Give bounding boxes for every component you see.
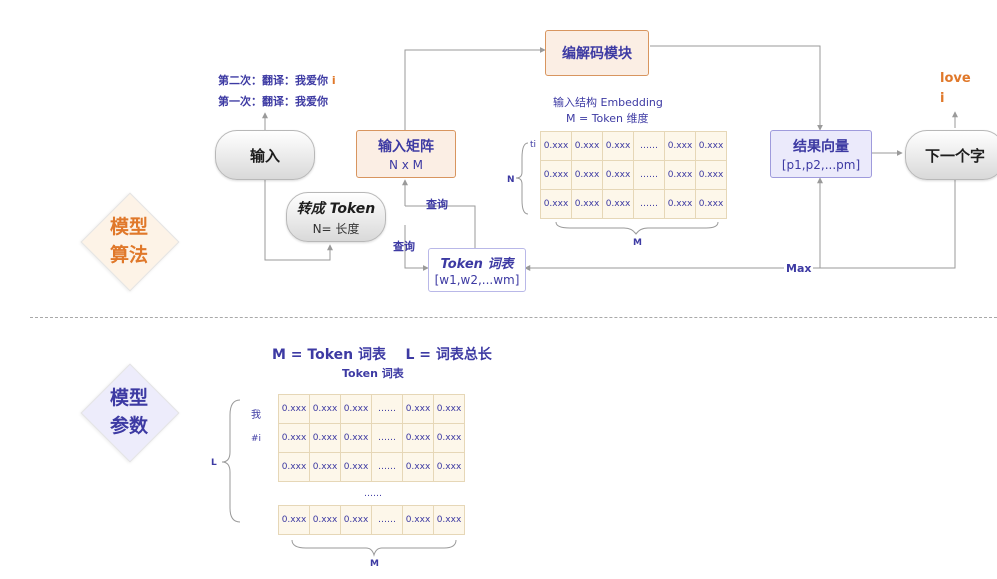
table-cell: 0.xxx — [402, 452, 434, 482]
table-row: 0.xxx 0.xxx 0.xxx …… 0.xxx 0.xxx — [540, 160, 727, 190]
table-cell: 0.xxx — [309, 505, 341, 535]
vocab-ellipsis: …… — [364, 489, 382, 499]
table-cell: 0.xxx — [664, 131, 696, 161]
embedding-title: 输入结构 Embedding — [553, 96, 663, 109]
table-cell: …… — [371, 452, 403, 482]
table-cell: 0.xxx — [278, 452, 310, 482]
history-second: 第二次：翻译：我爱你 i — [218, 74, 336, 87]
input-matrix-node: 输入矩阵 N x M — [356, 130, 456, 178]
table-cell: 0.xxx — [433, 394, 465, 424]
table-cell: 0.xxx — [602, 131, 634, 161]
table-row: 0.xxx 0.xxx 0.xxx …… 0.xxx 0.xxx — [278, 505, 465, 535]
vocab-m-label: M — [370, 559, 379, 569]
table-cell: 0.xxx — [340, 505, 372, 535]
section-label-params: 模型 参数 — [109, 387, 148, 437]
table-cell: 0.xxx — [695, 189, 727, 219]
table-row: 0.xxx 0.xxx 0.xxx …… 0.xxx 0.xxx — [540, 131, 727, 161]
table-cell: 0.xxx — [278, 423, 310, 453]
vocab-grid: 0.xxx 0.xxx 0.xxx …… 0.xxx 0.xxx 0.xxx 0… — [278, 394, 465, 482]
table-cell: 0.xxx — [602, 160, 634, 190]
table-cell: 0.xxx — [433, 423, 465, 453]
table-cell: 0.xxx — [571, 131, 603, 161]
vocab-row-label-2: #i — [251, 434, 262, 444]
table-cell: …… — [371, 505, 403, 535]
table-row: 0.xxx 0.xxx 0.xxx …… 0.xxx 0.xxx — [278, 394, 465, 424]
edge-label-query-1: 查询 — [426, 198, 448, 211]
token-vocab-node: Token 词表 [w1,w2,...wm] — [428, 248, 526, 292]
table-cell: 0.xxx — [571, 160, 603, 190]
edge-label-max: Max — [784, 262, 814, 275]
vocab-caption: Token 词表 — [342, 367, 404, 380]
table-cell: 0.xxx — [309, 394, 341, 424]
edge-label-query-2: 查询 — [393, 240, 415, 253]
table-cell: 0.xxx — [402, 394, 434, 424]
embedding-subtitle: M = Token 维度 — [566, 112, 649, 125]
vocab-row-label-1: 我 — [251, 410, 261, 421]
table-cell: 0.xxx — [278, 394, 310, 424]
table-cell: 0.xxx — [340, 394, 372, 424]
output-word-2: i — [940, 91, 945, 106]
table-row: 0.xxx 0.xxx 0.xxx …… 0.xxx 0.xxx — [278, 452, 465, 482]
table-cell: 0.xxx — [571, 189, 603, 219]
embedding-m-label: M — [633, 238, 642, 248]
section-divider — [30, 317, 997, 318]
history-second-suffix: i — [331, 74, 336, 87]
table-cell: 0.xxx — [309, 452, 341, 482]
table-cell: 0.xxx — [695, 160, 727, 190]
table-row: 0.xxx 0.xxx 0.xxx …… 0.xxx 0.xxx — [278, 423, 465, 453]
table-cell: 0.xxx — [664, 189, 696, 219]
table-cell: …… — [633, 189, 665, 219]
table-cell: …… — [371, 423, 403, 453]
table-cell: 0.xxx — [433, 452, 465, 482]
vocab-grid-last-row: 0.xxx 0.xxx 0.xxx …… 0.xxx 0.xxx — [278, 505, 465, 535]
table-cell: 0.xxx — [402, 505, 434, 535]
codec-node: 编解码模块 — [545, 30, 649, 76]
result-vector-node: 结果向量 [p1,p2,...pm] — [770, 130, 872, 178]
table-cell: 0.xxx — [602, 189, 634, 219]
table-cell: 0.xxx — [402, 423, 434, 453]
next-char-node: 下一个字 — [905, 130, 997, 180]
table-cell: 0.xxx — [278, 505, 310, 535]
table-cell: 0.xxx — [540, 160, 572, 190]
history-first: 第一次：翻译：我爱你 — [218, 95, 328, 108]
table-cell: …… — [633, 131, 665, 161]
table-row: 0.xxx 0.xxx 0.xxx …… 0.xxx 0.xxx — [540, 189, 727, 219]
embedding-n-label: N — [507, 175, 515, 185]
embedding-grid: 0.xxx 0.xxx 0.xxx …… 0.xxx 0.xxx 0.xxx 0… — [540, 131, 727, 219]
table-cell: 0.xxx — [309, 423, 341, 453]
table-cell: …… — [371, 394, 403, 424]
table-cell: 0.xxx — [340, 423, 372, 453]
section-label-algorithm: 模型 算法 — [109, 216, 148, 266]
vocab-l-label: L — [211, 458, 217, 468]
table-cell: 0.xxx — [664, 160, 696, 190]
table-cell: 0.xxx — [540, 189, 572, 219]
table-cell: 0.xxx — [433, 505, 465, 535]
to-token-node: 转成 Token N= 长度 — [286, 192, 386, 242]
vocab-heading: M = Token 词表 L = 词表总长 — [272, 347, 492, 363]
table-cell: 0.xxx — [695, 131, 727, 161]
embedding-row-label: ti — [530, 140, 537, 150]
input-node: 输入 — [215, 130, 315, 180]
table-cell: …… — [633, 160, 665, 190]
output-word-1: love — [940, 71, 971, 86]
table-cell: 0.xxx — [340, 452, 372, 482]
table-cell: 0.xxx — [540, 131, 572, 161]
